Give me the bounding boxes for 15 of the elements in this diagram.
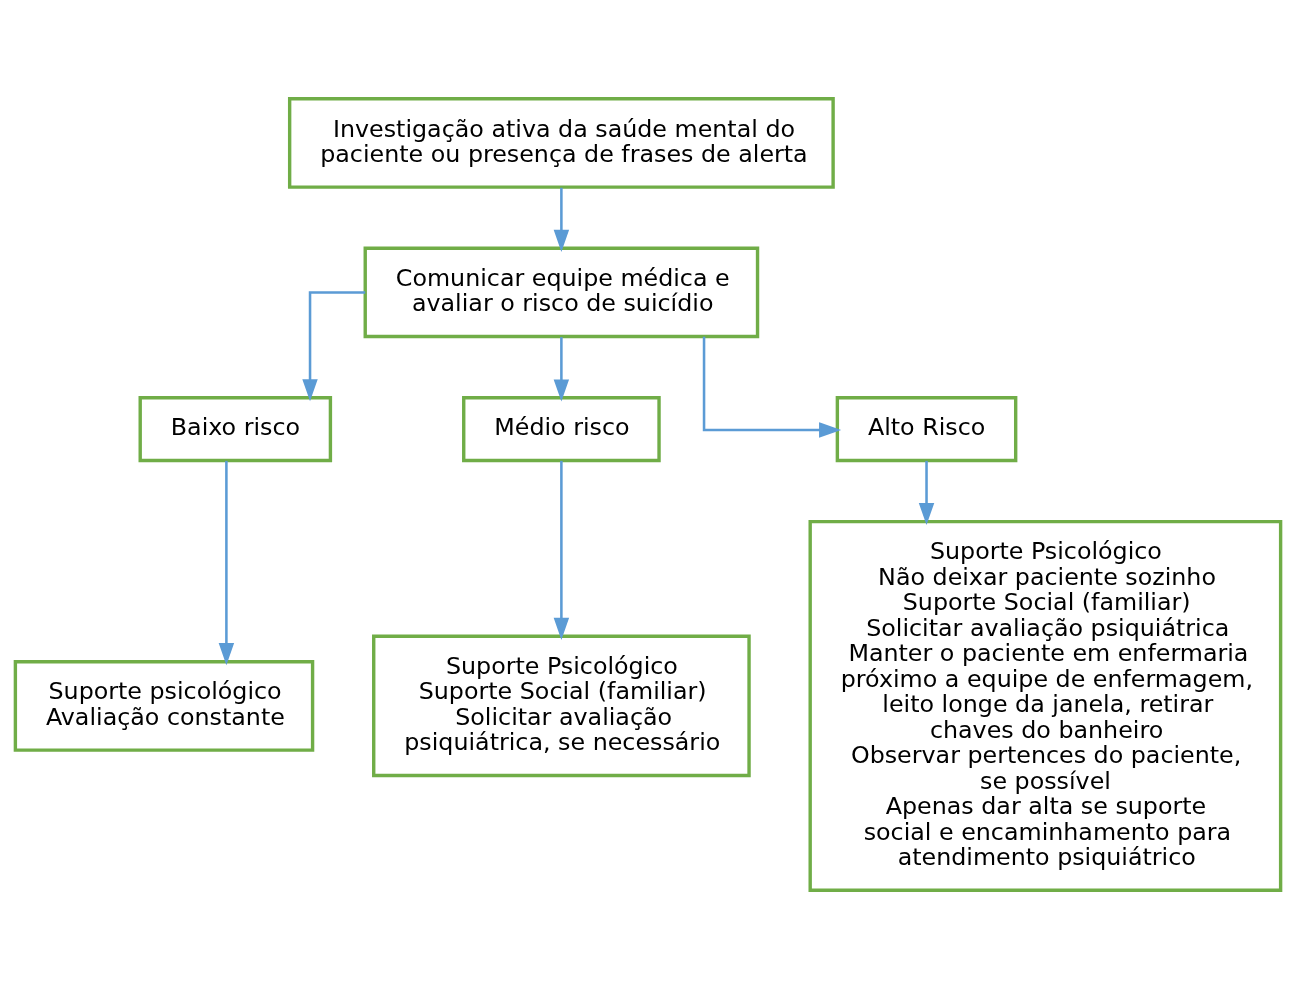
node-box: Suporte Psicológico Não deixar paciente sozinho Suporte Social (familiar) Solicitar avaliação psiquiátrica Manter o paciente em enfermaria próximo a equipe de enfermagem, leito longe da janela, retirar chaves do banheiro Observar pertences do paciente, se possível Apenas dar alta se suporte social e encaminhamento para atendimento psiquiátrico xyxy=(808,519,1283,892)
node-box: Alto Risco xyxy=(835,396,1018,463)
node-box: Suporte psicológico Avaliação constante xyxy=(13,660,315,752)
node-box: Investigação ativa da saúde mental do paciente ou presença de frases de alerta xyxy=(287,97,835,189)
arrow xyxy=(702,336,842,438)
arrow xyxy=(553,187,570,252)
arrow xyxy=(553,337,570,402)
arrow xyxy=(553,460,570,640)
node-box: Comunicar equipe médica e avaliar o risco de suicídio xyxy=(363,246,760,339)
node-box: Suporte Psicológico Suporte Social (familiar) Solicitar avaliação psiquiátrica, se necessário xyxy=(372,634,751,778)
arrow xyxy=(918,460,935,526)
node-box: Médio risco xyxy=(462,396,661,463)
arrow xyxy=(302,291,366,402)
arrow xyxy=(218,460,235,666)
node-box: Baixo risco xyxy=(138,396,333,463)
